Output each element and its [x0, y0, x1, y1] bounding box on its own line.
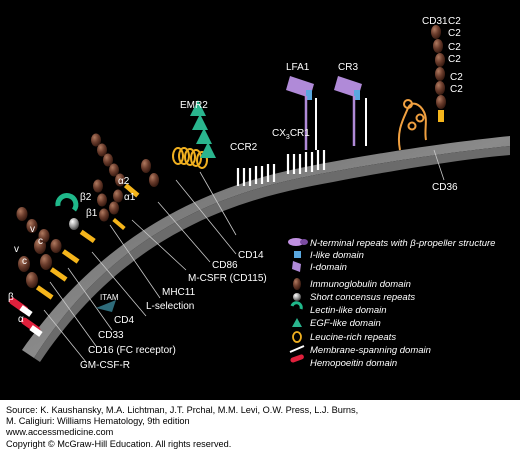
label-cd14: CD14 — [238, 250, 264, 261]
immunoglobulin-domain-icon — [293, 278, 301, 290]
label-alpha2: α2 — [118, 176, 130, 187]
caption-line-3: www.accessmedicine.com — [6, 427, 114, 438]
label-itam: ITAM — [100, 293, 119, 302]
label-c2-4: C2 — [448, 54, 461, 65]
legend-item-10: Hemopoeitin domain — [310, 358, 397, 369]
label-c2-3: C2 — [448, 42, 461, 53]
cd36-receptor — [398, 99, 427, 151]
emr2-receptor — [190, 100, 216, 158]
itam-motif — [96, 300, 116, 312]
egf-like-domain-icon — [292, 318, 302, 327]
legend-item-8: Leucine-rich repeats — [310, 332, 396, 343]
legend-item-4: Immunoglobulin domain — [310, 279, 411, 290]
lfa1-receptor — [286, 76, 317, 150]
label-cd4: CD4 — [114, 315, 134, 326]
label-m-csfr: M-CSFR (CD115) — [188, 273, 267, 284]
cd4-receptor — [16, 207, 80, 264]
legend-icons — [288, 238, 308, 363]
cx3cr1-receptor — [286, 150, 326, 174]
i-domain-icon — [292, 261, 301, 272]
caption-line-4: Copyright © McGraw-Hill Education. All r… — [6, 438, 232, 449]
label-alpha1: α1 — [124, 192, 136, 203]
gm-csf-r-receptor — [9, 297, 43, 337]
cd33-receptor — [18, 256, 54, 300]
cd86-receptor — [141, 159, 159, 187]
label-c2-1: C2 — [448, 16, 461, 27]
label-beta1: β1 — [86, 208, 98, 219]
label-emr2: EMR2 — [180, 100, 208, 111]
leucine-rich-repeat-icon — [292, 331, 302, 343]
legend-item-9: Membrane-spanning domain — [310, 345, 431, 356]
legend-item-5: Short concensus repeats — [310, 292, 415, 303]
label-cd86: CD86 — [212, 260, 238, 271]
label-l-selection: L-selection — [146, 301, 194, 312]
hemopoeitin-domain-icon — [290, 354, 304, 363]
label-alpha: α — [18, 314, 24, 325]
label-gm-csf-r: GM-CSF-R — [80, 360, 130, 371]
label-mhc11: MHC11 — [162, 287, 196, 298]
legend-item-6: Lectin-like domain — [310, 305, 387, 316]
label-beta2: β2 — [80, 192, 92, 203]
ccr2-receptor — [236, 164, 276, 186]
label-cd36: CD36 — [432, 182, 458, 193]
caption-line-1: Source: K. Kaushansky, M.A. Lichtman, J.… — [6, 405, 359, 415]
label-ccr2: CCR2 — [230, 142, 258, 153]
monocyte-surface-receptors-figure: CD31 C2 C2 C2 C2 C2 C2 LFA1 CR3 EMR2 CCR… — [0, 0, 520, 400]
label-c2-6: C2 — [450, 84, 463, 95]
label-beta: β — [8, 292, 14, 303]
cd14-receptor — [172, 147, 208, 169]
label-c2-2: C2 — [448, 28, 461, 39]
lectin-like-domain-icon — [290, 301, 303, 310]
label-cd16: CD16 (FC receptor) — [88, 345, 176, 356]
short-consensus-repeat-icon — [293, 293, 301, 301]
cell-membrane — [22, 136, 510, 358]
source-caption: Source: K. Kaushansky, M.A. Lichtman, J.… — [6, 405, 516, 450]
legend-item-7: EGF-like domain — [310, 318, 381, 329]
l-selectin-receptor — [55, 193, 96, 244]
label-c2-5: C2 — [450, 72, 463, 83]
membrane-spanning-domain-icon — [289, 345, 305, 353]
cell-membrane-inner — [34, 146, 510, 362]
label-cx3cr1: CX3CR1 — [272, 128, 310, 141]
label-cd31: CD31 — [422, 16, 448, 27]
cr3-receptor — [334, 76, 367, 146]
i-like-domain-icon — [294, 251, 301, 258]
label-cr3: CR3 — [338, 62, 358, 73]
legend-item-3: I-domain — [310, 262, 347, 273]
label-v-1: v — [30, 224, 35, 235]
label-cd33: CD33 — [98, 330, 124, 341]
cd31-receptor — [431, 25, 446, 122]
label-v-2: v — [14, 244, 19, 255]
caption-line-2: M. Caligiuri: Williams Hematology, 9th e… — [6, 416, 190, 427]
legend-item-1: N-terminal repeats with β-propeller stru… — [310, 238, 495, 249]
label-c-2: c — [22, 256, 27, 267]
label-lfa1: LFA1 — [286, 62, 310, 73]
legend-item-2: I-like domain — [310, 250, 364, 261]
propeller-icon — [288, 238, 308, 246]
label-c-1: c — [38, 236, 43, 247]
mhc-ii-receptor — [93, 179, 126, 231]
m-csfr-receptor — [91, 133, 140, 198]
